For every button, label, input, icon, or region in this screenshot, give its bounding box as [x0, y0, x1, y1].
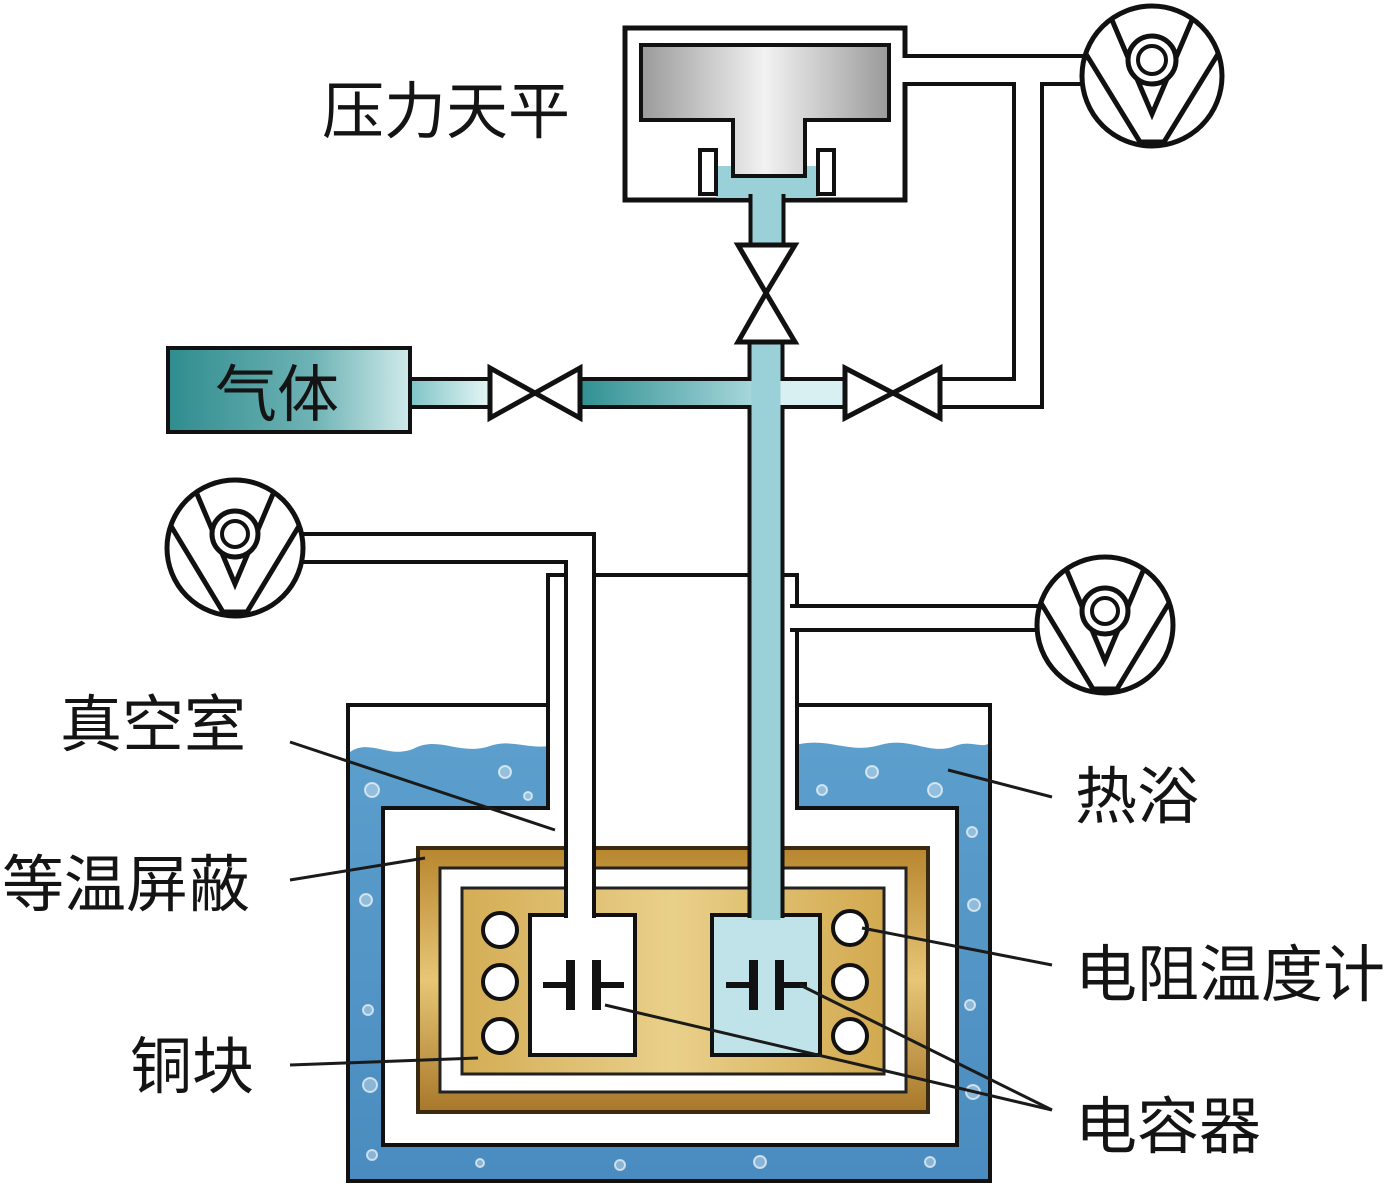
bubble	[753, 1155, 767, 1169]
bubble	[362, 1004, 374, 1016]
label-copper-block: 铜块	[130, 1030, 254, 1103]
resistance-thermometer-icon	[481, 1017, 519, 1055]
pump-line-top-outline	[903, 54, 1088, 409]
gas-supply-box	[166, 346, 412, 434]
bubble	[966, 826, 978, 838]
label-vacuum-chamber: 真空室	[60, 688, 246, 761]
bubble	[924, 1156, 936, 1168]
vacuum-pump-icon	[1079, 3, 1225, 149]
bubble	[614, 1159, 626, 1171]
label-isothermal-shield: 等温屏蔽	[2, 848, 250, 921]
vacuum-pump-icon	[164, 477, 306, 619]
resistance-thermometer-icon	[831, 963, 869, 1001]
valve-icon	[842, 363, 943, 423]
resistance-thermometers	[481, 909, 869, 1055]
bubble	[366, 1149, 378, 1161]
bubble	[816, 784, 828, 796]
bubble	[927, 782, 943, 798]
valve-icon	[487, 363, 583, 423]
label-heat-bath: 热浴	[1075, 760, 1199, 833]
label-pressure-balance: 压力天平	[322, 75, 570, 148]
bubble	[362, 1077, 378, 1093]
leader-vacuum-chamber	[289, 740, 556, 832]
bubble	[865, 765, 879, 779]
bubble	[475, 1158, 485, 1168]
bubble	[964, 999, 976, 1011]
label-capacitor: 电容器	[1075, 1090, 1261, 1163]
label-gas: 气体	[215, 358, 339, 431]
leader-capacitor-gas	[799, 983, 1053, 1112]
vacuum-lines	[290, 54, 1088, 920]
cylinder-wall-left	[698, 148, 718, 196]
valves	[487, 242, 943, 423]
piston	[639, 43, 891, 178]
leader-copper-block	[289, 1056, 479, 1067]
bubble	[364, 782, 380, 798]
valve-icon	[733, 242, 800, 345]
bubble	[523, 791, 533, 801]
vacuum-pump-icon	[1034, 554, 1176, 696]
bubble	[967, 898, 981, 912]
bubble	[498, 765, 512, 779]
leader-isothermal-shield	[289, 856, 426, 882]
leader-capacitor-reference	[604, 1003, 1053, 1112]
leader-heat-bath	[947, 768, 1053, 799]
capacitor-icon	[543, 960, 624, 1010]
label-resistance-thermometer: 电阻温度计	[1075, 938, 1385, 1011]
pump-line-left	[290, 536, 592, 920]
bubble	[359, 893, 373, 907]
resistance-thermometer-icon	[481, 911, 519, 949]
leader-lines	[289, 740, 1053, 1112]
gas-manifold-left	[576, 377, 775, 409]
resistance-thermometer-icon	[831, 909, 869, 947]
resistance-thermometer-icon	[831, 1017, 869, 1055]
gas-pressure-lines	[408, 190, 849, 920]
pump-line-top	[901, 58, 1088, 405]
pressure-balance	[622, 25, 908, 203]
leader-resistance-thermometer	[861, 926, 1053, 967]
resistance-thermometer-icon	[481, 963, 519, 1001]
cylinder-wall-right	[816, 148, 836, 196]
gas-inlet-pipe	[408, 377, 494, 409]
